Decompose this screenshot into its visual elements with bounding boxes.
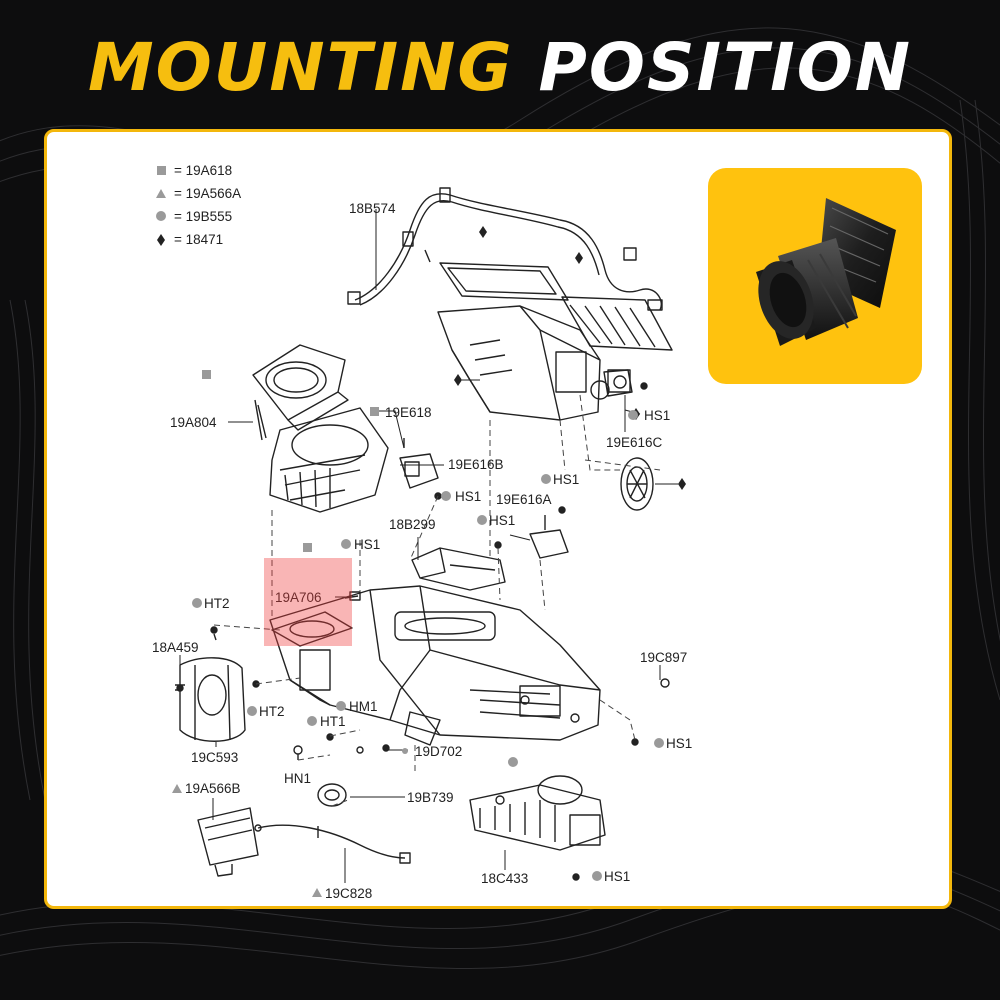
blower-motor-resistor-icon: [756, 198, 896, 346]
label-hs1-e: HS1: [354, 537, 380, 552]
actuator-19E616A: [529, 506, 569, 559]
circle-marker-icon: [247, 706, 257, 716]
actuator-19E616C: [603, 369, 648, 397]
label-19A706: 19A706: [275, 590, 322, 605]
label-19C828: 19C828: [325, 886, 372, 901]
circle-marker-icon: [441, 491, 451, 501]
label-ht2-b: HT2: [259, 704, 285, 719]
label-18B299: 18B299: [389, 517, 436, 532]
duct-18B299: [411, 541, 506, 591]
evaporator-18C433: [469, 775, 606, 851]
legend-triangle-icon: [156, 189, 166, 198]
label-19E618: 19E618: [385, 405, 432, 420]
main-hvac-case: [269, 585, 601, 746]
circle-marker-icon: [654, 738, 664, 748]
circle-marker-icon: [592, 871, 602, 881]
label-19E616C: 19E616C: [606, 435, 663, 450]
label-hm1: HM1: [349, 699, 378, 714]
legend-square-icon: [157, 166, 166, 175]
actuator-19E616B: [399, 438, 442, 500]
upper-case-assembly: [437, 305, 631, 421]
cable-19C828: [254, 824, 411, 864]
label-18C433: 18C433: [481, 871, 528, 886]
label-hn1: HN1: [284, 771, 311, 786]
triangle-marker-icon: [172, 784, 182, 793]
circle-marker-icon: [508, 757, 518, 767]
label-18A459: 18A459: [152, 640, 199, 655]
label-hs1-c: HS1: [553, 472, 579, 487]
diamond-marker-icon: [454, 374, 462, 386]
label-ht2-a: HT2: [204, 596, 230, 611]
label-19E616B: 19E616B: [448, 457, 504, 472]
legend-text-2: = 19A566A: [174, 186, 241, 201]
circle-marker-icon: [192, 598, 202, 608]
circle-marker-icon: [402, 748, 408, 754]
circle-marker-icon: [541, 474, 551, 484]
diamond-marker-icon: [479, 226, 487, 238]
legend-text-1: = 19A618: [174, 163, 232, 178]
air-inlet-19A804: [252, 344, 389, 513]
label-19C897: 19C897: [640, 650, 687, 665]
square-marker-icon: [303, 543, 312, 552]
label-ht1: HT1: [320, 714, 346, 729]
triangle-marker-icon: [312, 888, 322, 897]
title-part-1: MOUNTING: [87, 29, 514, 106]
diamond-marker-icon: [678, 478, 686, 490]
label-18B574: 18B574: [349, 201, 396, 216]
label-19D702: 19D702: [415, 744, 462, 759]
page-title: MOUNTING POSITION: [0, 28, 1000, 108]
product-inset: [708, 168, 922, 384]
label-19E616A: 19E616A: [496, 492, 552, 507]
square-marker-icon: [202, 370, 211, 379]
legend-diamond-icon: [157, 234, 165, 246]
legend-circle-icon: [156, 211, 166, 221]
wiring-harness-18B574: [347, 187, 663, 311]
circle-marker-icon: [341, 539, 351, 549]
legend-text-3: = 19B555: [174, 209, 232, 224]
square-marker-icon: [370, 407, 379, 416]
diamond-marker-icon: [575, 252, 583, 264]
blower-wheel-right: [620, 457, 654, 511]
blower-resistor-19A706: [271, 591, 361, 647]
label-hs1-a: HS1: [644, 408, 670, 423]
label-19A566B: 19A566B: [185, 781, 241, 796]
legend-text-4: = 18471: [174, 232, 223, 247]
circle-marker-icon: [628, 410, 638, 420]
label-19B739: 19B739: [407, 790, 454, 805]
label-hs1-d: HS1: [489, 513, 515, 528]
label-19C593: 19C593: [191, 750, 238, 765]
blower-housing-19C593: [175, 657, 246, 742]
title-part-2: POSITION: [538, 29, 913, 106]
module-19A566B: [197, 807, 259, 877]
circle-marker-icon: [307, 716, 317, 726]
label-hs1-g: HS1: [604, 869, 630, 884]
air-filter-panel: [439, 262, 673, 351]
circle-marker-icon: [477, 515, 487, 525]
label-19A804: 19A804: [170, 415, 217, 430]
label-hs1-b: HS1: [455, 489, 481, 504]
highlighted-part-19A706: [264, 558, 352, 646]
label-hs1-f: HS1: [666, 736, 692, 751]
circle-marker-icon: [336, 701, 346, 711]
